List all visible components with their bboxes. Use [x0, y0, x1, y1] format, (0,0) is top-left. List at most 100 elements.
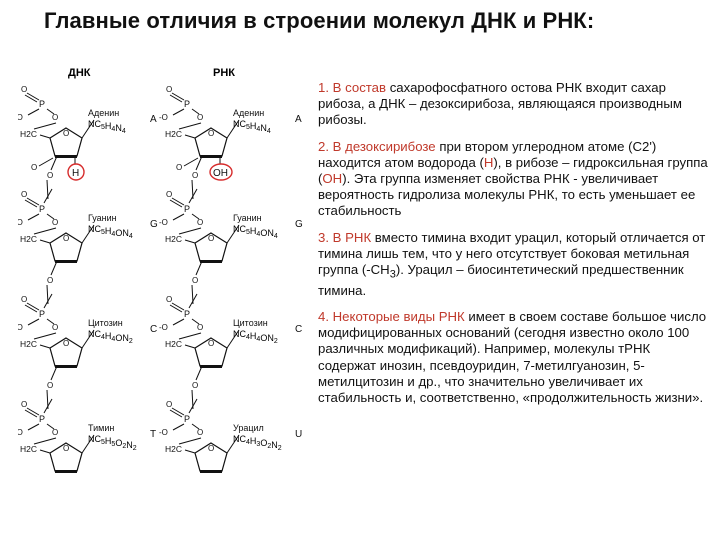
phosphate-bond — [27, 318, 40, 326]
phosphate-o-minus: -O — [159, 218, 168, 227]
phosphate-p: P — [39, 99, 45, 109]
base-formula: NC5H4ON4 — [233, 224, 278, 240]
ring-oxygen: O — [63, 444, 69, 453]
base-letter: U — [295, 429, 302, 440]
link-oxygen: O — [192, 276, 198, 285]
ch2-ring-bond — [39, 344, 51, 349]
base-letter: T — [150, 429, 156, 440]
ch2-ring-bond — [184, 239, 196, 244]
phosphate-bond — [169, 409, 183, 418]
ch2-group: H2C — [20, 444, 37, 454]
backbone-bond — [188, 188, 198, 204]
backbone-bond — [195, 155, 203, 171]
ring-oxygen: O — [63, 129, 69, 138]
link-oxygen: O — [47, 276, 53, 285]
differences-text: 1. В состав сахарофосфатного остова РНК … — [318, 80, 710, 416]
phosphate-o: O — [21, 295, 27, 304]
backbone-bond — [178, 122, 202, 130]
base-name: Тимин — [88, 423, 114, 433]
difference-2-part-a: при втором углеродном атоме (С2') находи… — [318, 138, 657, 170]
base-bond — [81, 119, 95, 139]
phosphate-o-link: O — [197, 218, 203, 227]
phosphate-bond — [26, 407, 40, 416]
link-oxygen: O — [47, 381, 53, 390]
c2-group-label: H — [72, 168, 79, 179]
base-name: Гуанин — [88, 213, 117, 223]
phosphate-o-minus: -O — [159, 428, 168, 437]
phosphate-o-minus: -O — [159, 113, 168, 122]
ch2-ring-bond — [39, 239, 51, 244]
ch2-group: H2C — [20, 339, 37, 349]
backbone-bond — [50, 260, 58, 276]
difference-1-body: сахарофосфатного остова РНК входит сахар… — [318, 80, 682, 128]
phosphate-o: O — [166, 400, 172, 409]
phosphate-o-link: O — [52, 218, 58, 227]
base-name: Цитозин — [88, 318, 123, 328]
phosphate-o-minus: -O — [18, 218, 23, 227]
base-bond — [81, 434, 95, 454]
phosphate-bond — [169, 199, 183, 208]
ch2-group: H2C — [165, 444, 182, 454]
ch2-group: H2C — [20, 234, 37, 244]
difference-3-end: ). Урацил – биосинтетический предшествен… — [318, 262, 684, 298]
phosphate-bond — [24, 409, 38, 418]
ch2-group: H2C — [165, 339, 182, 349]
base-formula: NC5H4N4 — [88, 119, 126, 135]
difference-2-lead: 2. В дезоксирибозе — [318, 138, 436, 154]
ch2-group: H2C — [165, 234, 182, 244]
phosphate-o-minus: -O — [159, 323, 168, 332]
phosphate-bond — [191, 423, 200, 430]
phosphate-bond — [172, 423, 185, 431]
difference-1: 1. В состав сахарофосфатного остова РНК … — [318, 80, 710, 129]
phosphate-bond — [169, 304, 183, 313]
ch2-ring-bond — [184, 344, 196, 349]
phosphate-o-link: O — [197, 113, 203, 122]
base-formula: NC4H4ON2 — [88, 329, 133, 345]
difference-2-part-b: ), в рибозе – гидроксильная группа ( — [318, 154, 708, 187]
dna-header: ДНК — [68, 67, 91, 79]
base-bond — [226, 329, 240, 349]
backbone-bond — [33, 437, 57, 445]
base-formula: NC4H4ON2 — [233, 329, 278, 345]
ch2-ring-bond — [39, 134, 51, 139]
difference-2: 2. В дезоксирибозе при втором углеродном… — [318, 139, 710, 220]
phosphate-bond — [169, 94, 183, 103]
base-name: Аденин — [233, 108, 264, 118]
backbone-bond — [33, 332, 57, 340]
phosphate-bond — [172, 213, 185, 221]
base-formula: NC5H4ON4 — [88, 224, 133, 240]
phosphate-p: P — [39, 309, 45, 319]
page-title: Главные отличия в строении молекул ДНК и… — [44, 8, 595, 33]
link-oxygen: O — [47, 171, 53, 180]
phosphate-bond — [27, 423, 40, 431]
backbone-bond — [188, 398, 198, 414]
backbone-bond — [43, 188, 53, 204]
backbone-bond — [195, 365, 203, 381]
phosphate-bond — [191, 318, 200, 325]
phosphate-bond — [172, 108, 185, 116]
base-letter: G — [295, 219, 303, 230]
phosphate-bond — [171, 302, 185, 311]
base-bond — [226, 119, 240, 139]
phosphate-bond — [46, 318, 55, 325]
phosphate-o: O — [21, 85, 27, 94]
ring-oxygen: O — [208, 234, 214, 243]
ch2-group: H2C — [165, 129, 182, 139]
phosphate-o: O — [21, 190, 27, 199]
base-letter: C — [295, 324, 302, 335]
phosphate-bond — [191, 108, 200, 115]
c3-bond — [183, 157, 199, 167]
backbone-bond — [43, 293, 53, 309]
phosphate-p: P — [184, 204, 190, 214]
ch2-ring-bond — [184, 449, 196, 454]
c2-group-label: OH — [213, 168, 228, 179]
phosphate-bond — [46, 108, 55, 115]
backbone-bond — [43, 398, 53, 414]
phosphate-p: P — [184, 309, 190, 319]
phosphate-o-link: O — [52, 323, 58, 332]
dna-strand: PO-OOH2COАденинNC5H4N4AOHOPO-OOH2COГуани… — [18, 85, 158, 473]
phosphate-o-link: O — [197, 428, 203, 437]
link-oxygen: O — [192, 381, 198, 390]
phosphate-bond — [26, 302, 40, 311]
